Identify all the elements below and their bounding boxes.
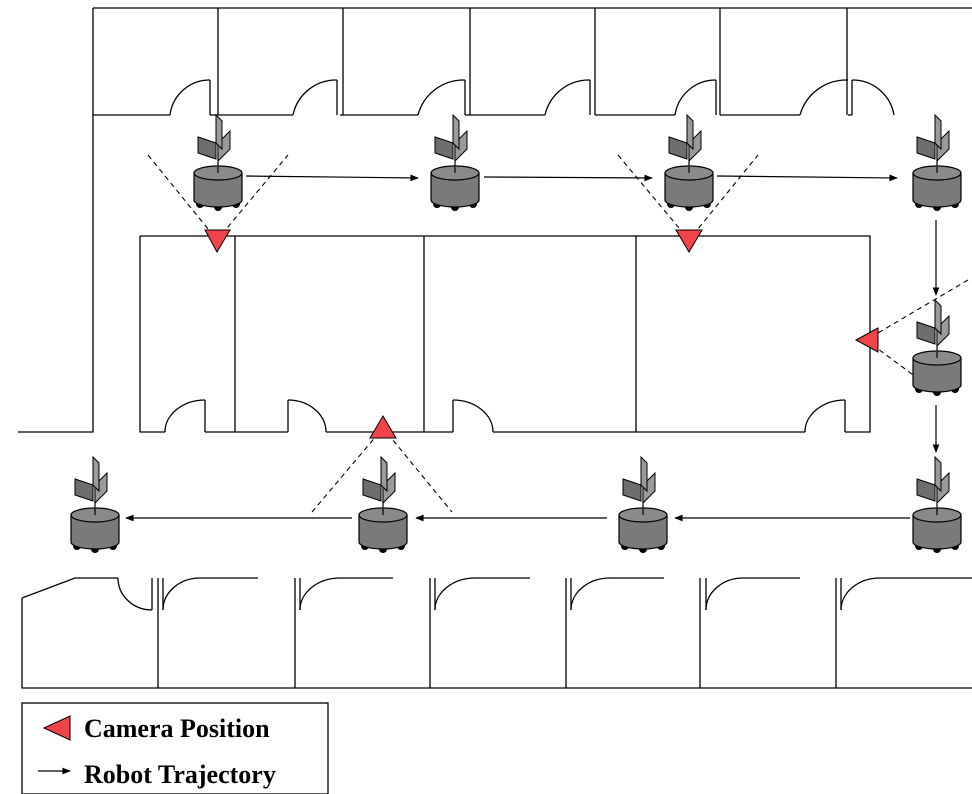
trajectory-segment — [483, 174, 653, 182]
robot-icon — [358, 456, 408, 554]
camera-position-marker — [369, 415, 397, 439]
legend: Camera Position Robot Trajectory — [21, 702, 329, 794]
trajectory-segment — [245, 174, 419, 182]
robot-icon — [912, 456, 962, 554]
robot-icon — [912, 114, 962, 212]
robots — [70, 114, 962, 554]
floor-walls — [18, 7, 972, 689]
robot-trajectory-label: Robot Trajectory — [84, 760, 276, 789]
robot-trajectory — [125, 174, 940, 522]
robot-icon — [618, 456, 668, 554]
camera-fields-of-view — [147, 154, 969, 513]
camera-position-label: Camera Position — [84, 714, 270, 743]
camera-position-marker — [675, 229, 703, 253]
robot-icon — [193, 114, 243, 212]
legend-box — [21, 702, 329, 794]
camera-position-marker — [854, 327, 879, 353]
trajectory-segment — [716, 174, 898, 182]
robot-icon — [430, 114, 480, 212]
camera-position-marker — [204, 229, 231, 254]
door-arcs — [117, 79, 895, 611]
camera-markers — [204, 229, 879, 439]
robot-icon — [70, 456, 120, 554]
camera-position-legend-icon — [42, 715, 71, 741]
robot-icon — [912, 299, 962, 397]
robot-icon — [664, 114, 714, 212]
